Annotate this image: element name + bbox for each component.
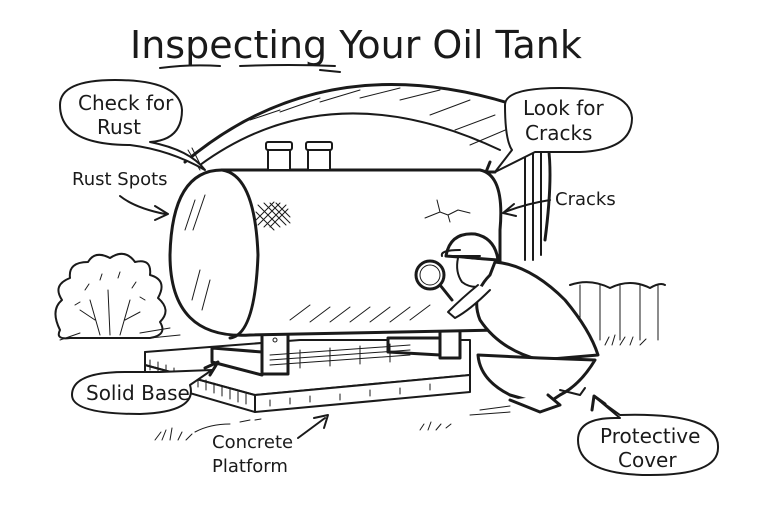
rust-spot bbox=[255, 201, 291, 231]
grass bbox=[154, 405, 511, 441]
callout-solid-base-text: Solid Base bbox=[86, 381, 190, 405]
callout-solid-base: Solid Base bbox=[71, 360, 220, 415]
callout-protective-cover-line2: Cover bbox=[618, 448, 677, 472]
tank-crack bbox=[424, 199, 471, 223]
callout-look-for-cracks-line2: Cracks bbox=[525, 121, 592, 145]
fence bbox=[569, 281, 666, 346]
callout-protective-cover-line1: Protective bbox=[600, 424, 700, 448]
arrow-cracks bbox=[502, 199, 551, 217]
fill-caps bbox=[265, 141, 333, 171]
oil-tank bbox=[168, 141, 503, 340]
arrow-rust-spots bbox=[119, 195, 169, 221]
magnifying-glass-icon bbox=[414, 259, 454, 302]
callout-look-for-cracks: Look for Cracks bbox=[484, 87, 633, 174]
label-rust-spots: Rust Spots bbox=[72, 169, 168, 190]
label-cracks: Cracks bbox=[555, 189, 616, 210]
bush bbox=[54, 252, 181, 341]
label-concrete-platform-line1: Concrete bbox=[212, 432, 293, 453]
callout-protective-cover: Protective Cover bbox=[577, 394, 720, 476]
title-underline bbox=[159, 64, 341, 73]
label-concrete-platform-line2: Platform bbox=[212, 456, 288, 477]
callout-look-for-cracks-line1: Look for bbox=[523, 96, 604, 120]
page-title: Inspecting Your Oil Tank bbox=[130, 23, 582, 67]
arrow-concrete-platform bbox=[297, 414, 329, 439]
callout-check-for-rust-line1: Check for bbox=[78, 91, 174, 115]
callout-check-for-rust-line2: Rust bbox=[97, 115, 141, 139]
callout-check-for-rust: Check for Rust bbox=[59, 79, 206, 171]
inspector-person bbox=[414, 232, 600, 414]
